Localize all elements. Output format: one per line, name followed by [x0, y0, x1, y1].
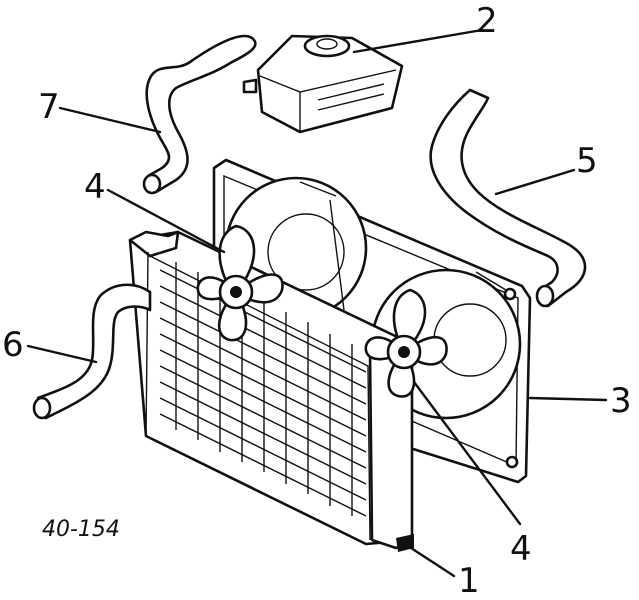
callout-4-lower: 4 — [510, 529, 532, 569]
callout-6: 6 — [2, 325, 24, 365]
callout-7: 7 — [38, 87, 60, 127]
callout-5: 5 — [576, 141, 598, 181]
upper-hose — [142, 34, 257, 195]
lower-hose — [429, 88, 587, 308]
fan-right — [364, 288, 448, 398]
leader-lines — [26, 28, 608, 578]
radiator-hose — [32, 283, 152, 420]
callout-1: 1 — [458, 561, 480, 600]
callout-2: 2 — [476, 1, 498, 41]
fan-left — [196, 224, 284, 342]
callout-3: 3 — [610, 381, 632, 421]
callout-4-upper: 4 — [84, 167, 106, 207]
drawing-code: 40-154 — [42, 517, 120, 542]
expansion-tank — [242, 34, 404, 134]
